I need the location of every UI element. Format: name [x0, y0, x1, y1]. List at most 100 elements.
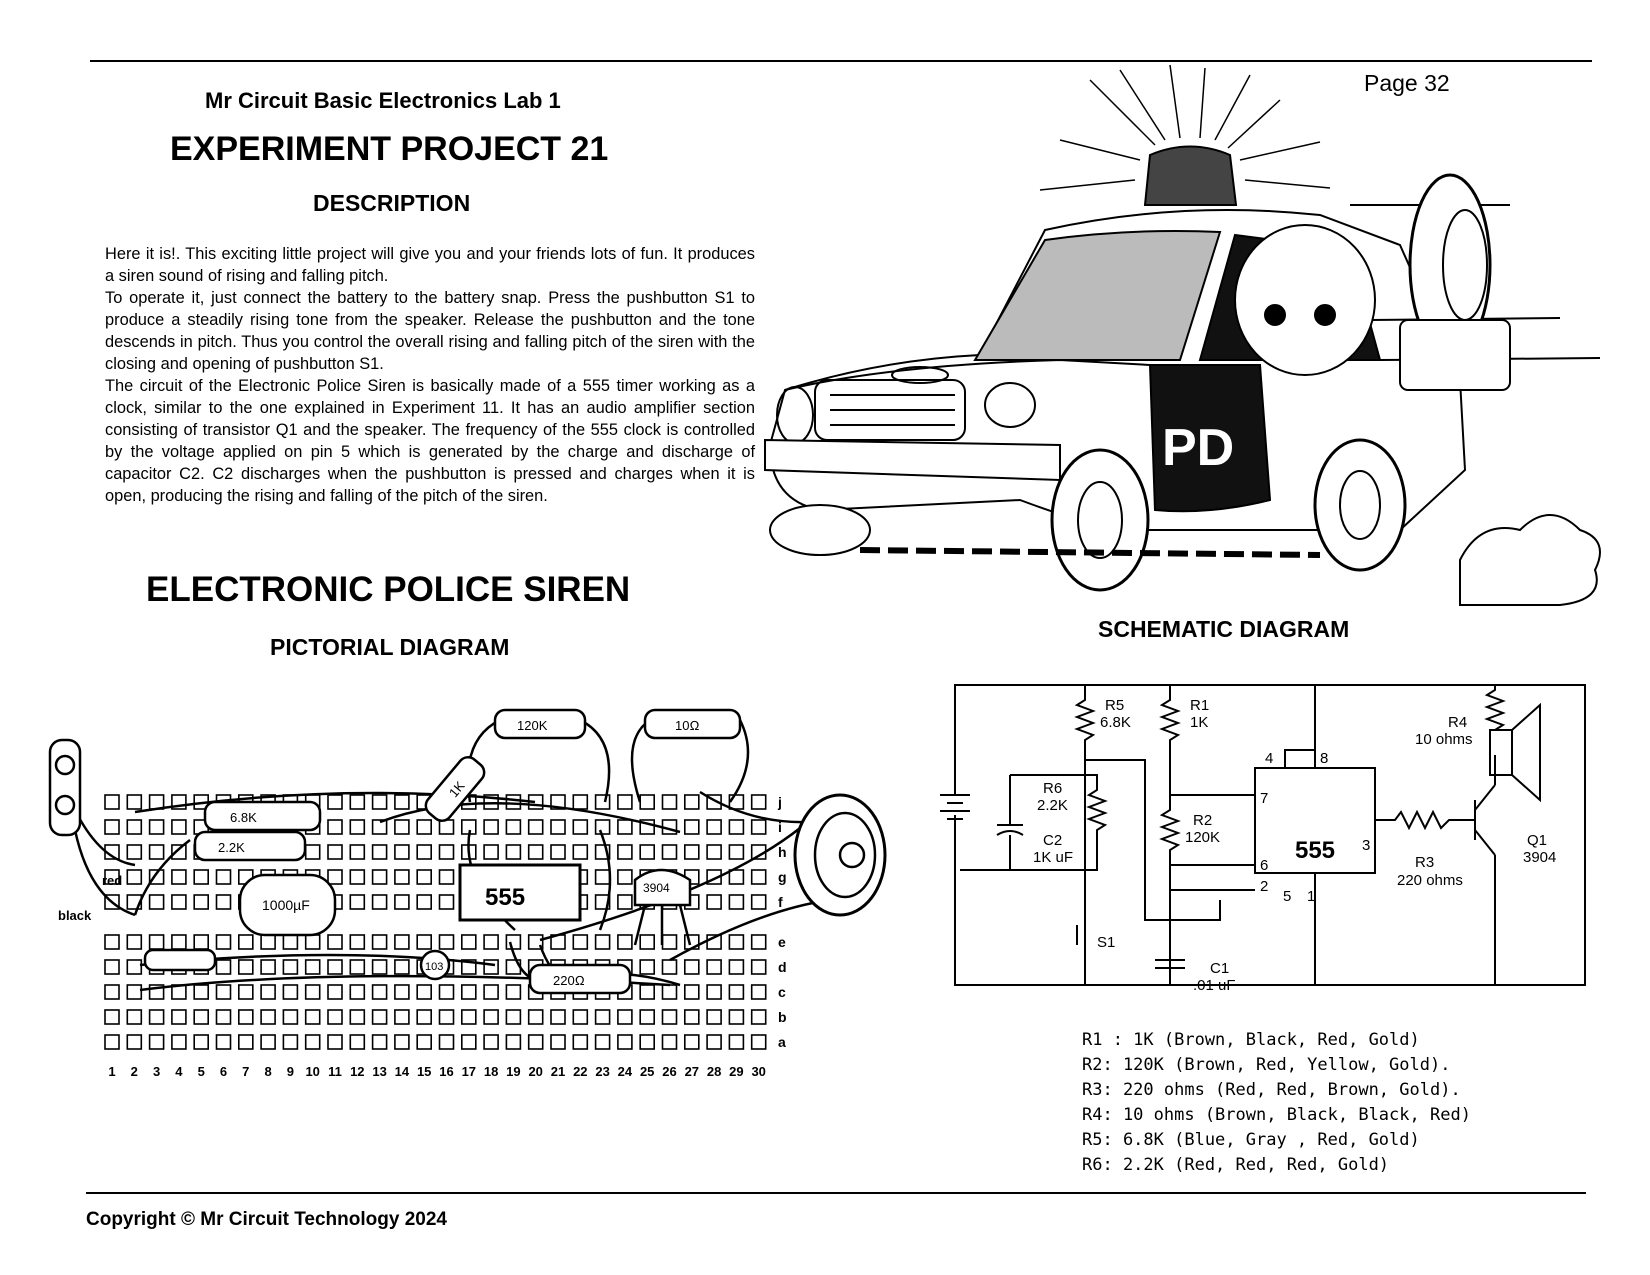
label-r4: R4 [1448, 714, 1467, 731]
breadboard-hole [327, 1034, 343, 1050]
breadboard-hole [126, 844, 143, 860]
breadboard-hole [327, 959, 343, 975]
breadboard-hole [394, 1034, 410, 1050]
breadboard-hole [728, 894, 745, 910]
breadboard-hole [260, 934, 276, 950]
label-r5: R5 [1105, 697, 1124, 714]
siren-light-rays [1039, 64, 1331, 191]
breadboard-hole [550, 844, 566, 860]
breadboard-hole [706, 844, 722, 860]
breadboard-column-number: 6 [220, 1064, 227, 1079]
breadboard-hole [438, 984, 455, 1000]
breadboard-hole [438, 819, 455, 835]
resistor-r4 [1484, 685, 1506, 731]
bottom-rule [86, 1192, 1586, 1194]
breadboard-hole [594, 819, 611, 835]
breadboard-column-number: 4 [175, 1064, 183, 1079]
breadboard-hole [371, 894, 388, 910]
breadboard-column-number: 19 [506, 1064, 520, 1079]
pushbutton-s1 [143, 948, 217, 972]
breadboard-hole [260, 984, 276, 1000]
color-code-line: R2: 120K (Brown, Red, Yellow, Gold). [1082, 1055, 1451, 1075]
breadboard-hole [550, 1009, 566, 1025]
resistor-10-ohm [643, 708, 742, 740]
breadboard-hole [327, 844, 343, 860]
car-door-label: PD [1162, 419, 1234, 477]
breadboard-hole [371, 1034, 388, 1050]
schematic-diagram: R5 6.8K R1 1K R6 2.2K C2 1K uF R2 120K 4… [940, 684, 1586, 994]
label-220-ohm: 220Ω [553, 973, 585, 988]
breadboard-hole [706, 959, 722, 975]
breadboard-hole [104, 1034, 120, 1050]
label-pin6: 6 [1260, 857, 1268, 874]
label-pin5: 5 [1283, 888, 1291, 905]
description-text: Here it is!. This exciting little projec… [105, 243, 755, 507]
speaker-symbol [1489, 729, 1513, 776]
resistor-2-2k [193, 830, 307, 862]
breadboard-hole [460, 1034, 477, 1050]
breadboard-hole [171, 819, 187, 835]
car-headlight-left [776, 386, 814, 444]
resistor-color-codes: R1 : 1K (Brown, Black, Red, Gold) R2: 12… [1082, 1028, 1471, 1178]
breadboard-hole [661, 984, 678, 1000]
breadboard-hole [661, 794, 678, 810]
breadboard-hole [327, 869, 343, 885]
label-pin4: 4 [1265, 750, 1273, 767]
breadboard-column-number: 25 [640, 1064, 654, 1079]
breadboard-hole [706, 819, 722, 835]
police-car-illustration: PD [764, 64, 1601, 606]
breadboard-hole [438, 1034, 455, 1050]
breadboard-hole [683, 959, 700, 975]
breadboard-hole [750, 894, 767, 910]
speaker-character-head [1234, 224, 1376, 376]
schematic-diagram-title: SCHEMATIC DIAGRAM [1098, 616, 1350, 642]
breadboard-hole [148, 1009, 165, 1025]
breadboard-hole [394, 959, 410, 975]
label-10-ohm: 10Ω [675, 718, 699, 733]
breadboard-hole [683, 819, 700, 835]
label-r6-value: 2.2K [1037, 797, 1068, 814]
breadboard-hole [394, 934, 410, 950]
breadboard-hole [483, 934, 499, 950]
breadboard-hole [171, 1034, 187, 1050]
breadboard-hole [661, 1009, 678, 1025]
breadboard-hole [750, 984, 767, 1000]
jumper-wire [598, 829, 612, 931]
label-r1-value: 1K [1190, 714, 1208, 731]
project-title: ELECTRONIC POLICE SIREN [146, 570, 631, 609]
breadboard-hole [371, 984, 388, 1000]
breadboard-hole [238, 984, 254, 1000]
breadboard-hole [104, 984, 120, 1000]
breadboard-hole [260, 959, 276, 975]
breadboard-column-number: 10 [305, 1064, 319, 1079]
battery-symbol [940, 794, 970, 820]
breadboard-hole [594, 869, 611, 885]
breadboard-hole [171, 934, 187, 950]
breadboard-column-number: 1 [108, 1064, 115, 1079]
breadboard-hole [394, 984, 410, 1000]
label-ic-555: 555 [1295, 837, 1335, 864]
breadboard-hole [349, 794, 366, 810]
breadboard-hole [483, 1034, 499, 1050]
breadboard-hole [527, 1034, 544, 1050]
breadboard-hole [527, 844, 544, 860]
breadboard-hole [238, 959, 254, 975]
breadboard-hole [416, 894, 433, 910]
breadboard-hole [728, 869, 745, 885]
breadboard-hole [394, 1009, 410, 1025]
breadboard-hole [750, 869, 767, 885]
breadboard-hole [505, 794, 522, 810]
label-120k: 120K [517, 718, 548, 733]
breadboard-hole [617, 844, 633, 860]
breadboard-hole [215, 984, 232, 1000]
breadboard-hole [438, 844, 455, 860]
description-paragraph: The circuit of the Electronic Police Sir… [105, 377, 755, 505]
breadboard-hole [126, 869, 143, 885]
breadboard-column-number: 27 [685, 1064, 699, 1079]
breadboard-hole [661, 934, 678, 950]
breadboard-hole [260, 1009, 276, 1025]
breadboard-hole [750, 819, 767, 835]
breadboard-hole [438, 894, 455, 910]
